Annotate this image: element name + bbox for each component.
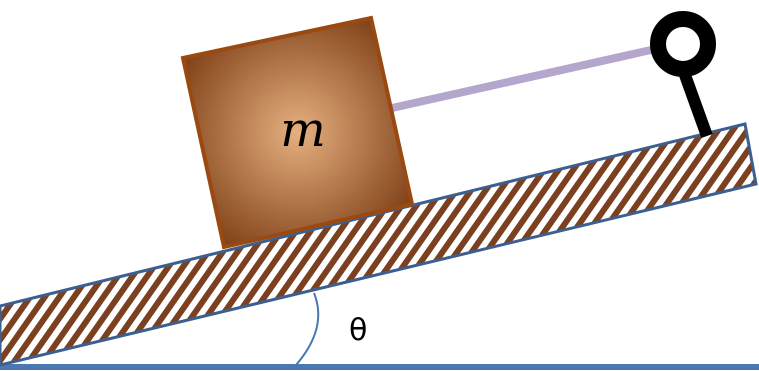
rope <box>391 46 652 112</box>
block <box>180 15 415 250</box>
anchor-post <box>679 72 713 139</box>
angle-arc <box>295 292 320 366</box>
incline-plane <box>0 122 758 367</box>
mass-label: m <box>280 102 326 158</box>
angle-label: θ <box>349 313 367 348</box>
anchor-ring <box>650 11 716 77</box>
